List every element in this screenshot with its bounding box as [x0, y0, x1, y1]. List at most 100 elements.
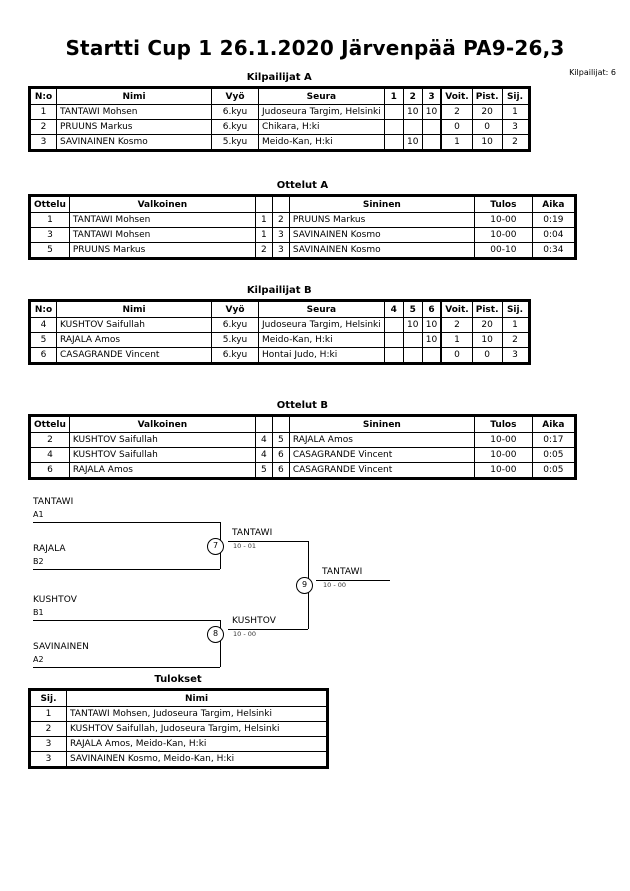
cell-points: 20 — [471, 104, 503, 120]
cell-match: 5 — [30, 242, 70, 258]
table-row: 4 KUSHTOV Saifullah 6.kyu Judoseura Targ… — [30, 317, 529, 333]
cell-name: SAVINAINEN Kosmo, Meido-Kan, H:ki — [66, 751, 327, 767]
bracket-winner-name: TANTAWI — [232, 528, 273, 538]
pool-a-table-frame: N:o Nimi Vyö Seura 1 2 3 Voit. Pist. Sij… — [28, 86, 531, 152]
bracket-line — [228, 629, 308, 630]
cell-time: 0:19 — [531, 212, 575, 228]
matches-b-block: Ottelut B Ottelu Valkoinen Sininen Tulos… — [28, 400, 577, 484]
cell-no: 5 — [30, 332, 57, 348]
table-header-row: N:o Nimi Vyö Seura 1 2 3 Voit. Pist. Sij… — [30, 88, 529, 105]
cell-club: Judoseura Targim, Helsinki — [258, 317, 385, 333]
matches-b-title: Ottelut B — [276, 400, 329, 411]
cell-result: 10-00 — [473, 462, 533, 478]
cell-name: SAVINAINEN Kosmo — [56, 134, 212, 150]
table-row: 4 KUSHTOV Saifullah 4 6 CASAGRANDE Vince… — [30, 447, 575, 463]
col-white-no — [254, 196, 273, 213]
bracket-final-score: 10 - 00 — [323, 581, 347, 589]
cell-blue-no: 2 — [271, 212, 290, 228]
cell-club: Chikara, H:ki — [258, 119, 385, 135]
bracket-match-score: 10 - 00 — [233, 630, 257, 638]
table-header-row: Ottelu Valkoinen Sininen Tulos Aika — [30, 196, 575, 213]
cell-white-no: 4 — [254, 432, 273, 448]
col-blue: Sininen — [288, 416, 475, 433]
col-blue-no — [271, 416, 290, 433]
cell-rank: 3 — [501, 119, 529, 135]
cell-result: 10-00 — [473, 227, 533, 243]
cell-time: 0:34 — [531, 242, 575, 258]
cell-rank: 2 — [501, 134, 529, 150]
table-row: 1 TANTAWI Mohsen 6.kyu Judoseura Targim,… — [30, 104, 529, 120]
table-row: 6 RAJALA Amos 5 6 CASAGRANDE Vincent 10-… — [30, 462, 575, 478]
cell-m3 — [421, 134, 442, 150]
table-row: 2 KUSHTOV Saifullah 4 5 RAJALA Amos 10-0… — [30, 432, 575, 448]
col-match: Ottelu — [30, 416, 70, 433]
cell-m2: 10 — [402, 134, 423, 150]
cell-points: 10 — [471, 134, 503, 150]
cell-rank: 2 — [30, 721, 67, 737]
cell-time: 0:05 — [531, 462, 575, 478]
matches-a-block: Ottelut A Ottelu Valkoinen Sininen Tulos… — [28, 180, 577, 264]
cell-name: RAJALA Amos, Meido-Kan, H:ki — [66, 736, 327, 752]
col-m2: 2 — [402, 88, 423, 105]
cell-name: KUSHTOV Saifullah, Judoseura Targim, Hel… — [66, 721, 327, 737]
cell-blue-no: 3 — [271, 227, 290, 243]
results-table-frame: Sij. Nimi 1 TANTAWI Mohsen, Judoseura Ta… — [28, 688, 329, 769]
cell-belt: 5.kyu — [211, 134, 259, 150]
pool-b-title: Kilpailijat B — [246, 285, 312, 296]
col-match: Ottelu — [30, 196, 70, 213]
cell-belt: 6.kyu — [211, 104, 259, 120]
cell-m3: 10 — [421, 332, 442, 348]
table-header-row: N:o Nimi Vyö Seura 4 5 6 Voit. Pist. Sij… — [30, 301, 529, 318]
col-result: Tulos — [473, 196, 533, 213]
col-belt: Vyö — [211, 88, 259, 105]
table-row: 1 TANTAWI Mohsen, Judoseura Targim, Hels… — [30, 706, 327, 722]
col-white: Valkoinen — [68, 196, 256, 213]
col-name: Nimi — [56, 88, 212, 105]
pool-a-title: Kilpailijat A — [246, 72, 312, 83]
table-row: 6 CASAGRANDE Vincent 6.kyu Hontai Judo, … — [30, 347, 529, 363]
cell-m2 — [402, 119, 423, 135]
col-belt: Vyö — [211, 301, 259, 318]
cell-name: TANTAWI Mohsen, Judoseura Targim, Helsin… — [66, 706, 327, 722]
table-row: 3 SAVINAINEN Kosmo 5.kyu Meido-Kan, H:ki… — [30, 134, 529, 150]
cell-time: 0:04 — [531, 227, 575, 243]
cell-result: 10-00 — [473, 212, 533, 228]
cell-name: KUSHTOV Saifullah — [56, 317, 212, 333]
matches-a-table: Ottelu Valkoinen Sininen Tulos Aika 1 TA… — [30, 196, 575, 258]
cell-result: 00-10 — [473, 242, 533, 258]
cell-m3: 10 — [421, 317, 442, 333]
results-block: Tulokset Sij. Nimi 1 TANTAWI Mohsen, Jud… — [28, 674, 329, 773]
col-time: Aika — [531, 416, 575, 433]
cell-no: 3 — [30, 134, 57, 150]
cell-match: 2 — [30, 432, 70, 448]
cell-m3 — [421, 119, 442, 135]
cell-white: TANTAWI Mohsen — [68, 212, 256, 228]
bracket-winner-name: KUSHTOV — [232, 616, 277, 626]
cell-blue: SAVINAINEN Kosmo — [288, 227, 475, 243]
cell-time: 0:17 — [531, 432, 575, 448]
bracket-line — [33, 569, 220, 570]
col-white: Valkoinen — [68, 416, 256, 433]
results-title: Tulokset — [154, 674, 202, 685]
table-header-row: Sij. Nimi — [30, 690, 327, 707]
cell-blue-no: 6 — [271, 462, 290, 478]
cell-wins: 1 — [440, 332, 473, 348]
col-wins: Voit. — [440, 301, 473, 318]
cell-match: 4 — [30, 447, 70, 463]
cell-white: KUSHTOV Saifullah — [68, 447, 256, 463]
pool-b-block: Kilpailijat B N:o Nimi Vyö Seura 4 5 6 V… — [28, 285, 531, 369]
cell-no: 2 — [30, 119, 57, 135]
bracket-entry-name: TANTAWI — [33, 497, 74, 507]
cell-belt: 6.kyu — [211, 317, 259, 333]
bracket-line — [33, 667, 220, 668]
cell-m1 — [383, 104, 404, 120]
pool-b-table-frame: N:o Nimi Vyö Seura 4 5 6 Voit. Pist. Sij… — [28, 299, 531, 365]
cell-blue-no: 3 — [271, 242, 290, 258]
cell-match: 3 — [30, 227, 70, 243]
cell-club: Meido-Kan, H:ki — [258, 134, 385, 150]
cell-time: 0:05 — [531, 447, 575, 463]
cell-white: TANTAWI Mohsen — [68, 227, 256, 243]
col-blue: Sininen — [288, 196, 475, 213]
bracket-entry-name: SAVINAINEN — [33, 642, 89, 652]
